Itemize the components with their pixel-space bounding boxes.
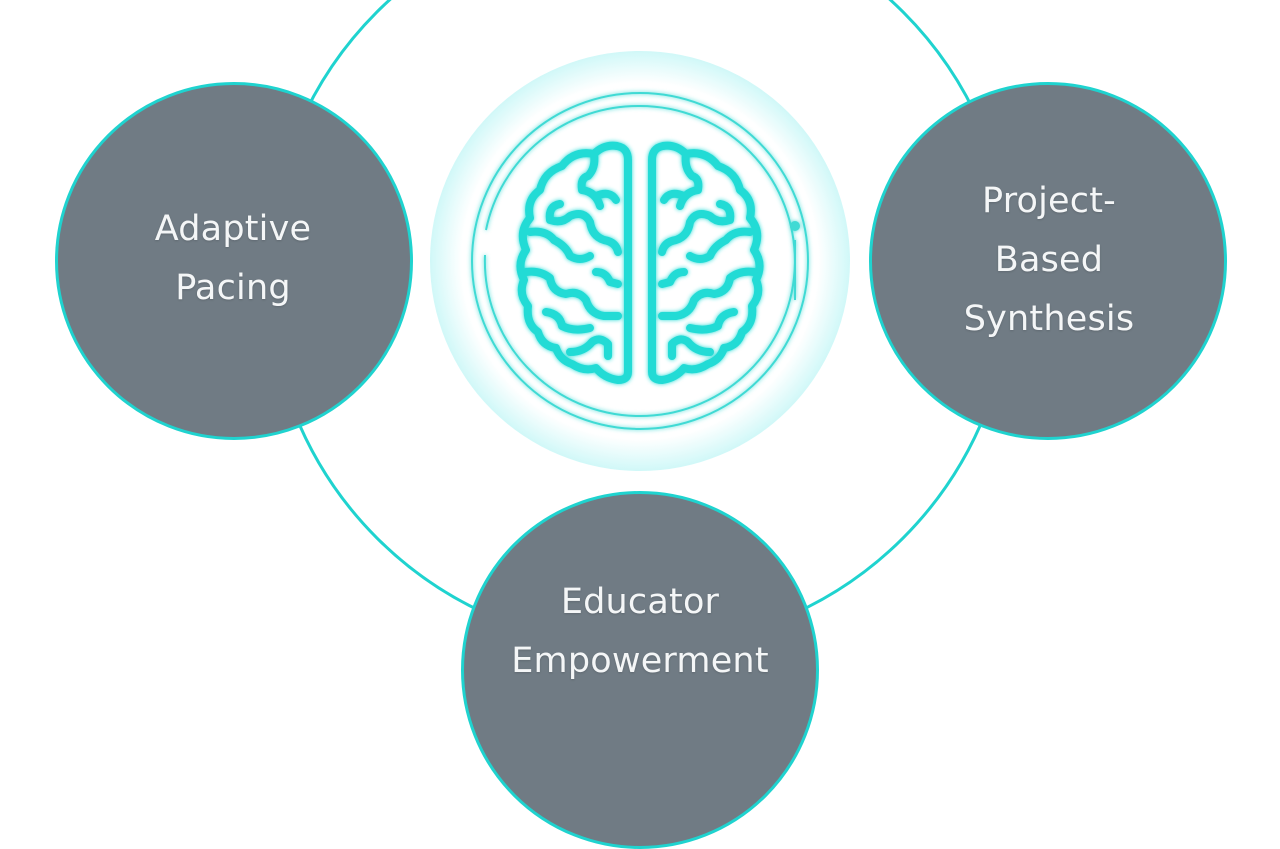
node-label: Project- Based Synthesis <box>963 180 1135 339</box>
node-label: Adaptive Pacing <box>154 209 312 308</box>
hub-glow <box>430 51 850 471</box>
node-label: Educator Empowerment <box>511 582 769 681</box>
hub <box>471 92 809 430</box>
brain-icon <box>516 141 764 384</box>
node-adaptive-pacing: Adaptive Pacing <box>55 82 413 440</box>
diagram-canvas: Adaptive Pacing Project- Based Synthesis… <box>55 0 1227 849</box>
hub-rings <box>471 92 809 430</box>
node-educator-empowerment: Educator Empowerment <box>461 491 819 849</box>
node-project-based-synthesis: Project- Based Synthesis <box>869 82 1227 440</box>
